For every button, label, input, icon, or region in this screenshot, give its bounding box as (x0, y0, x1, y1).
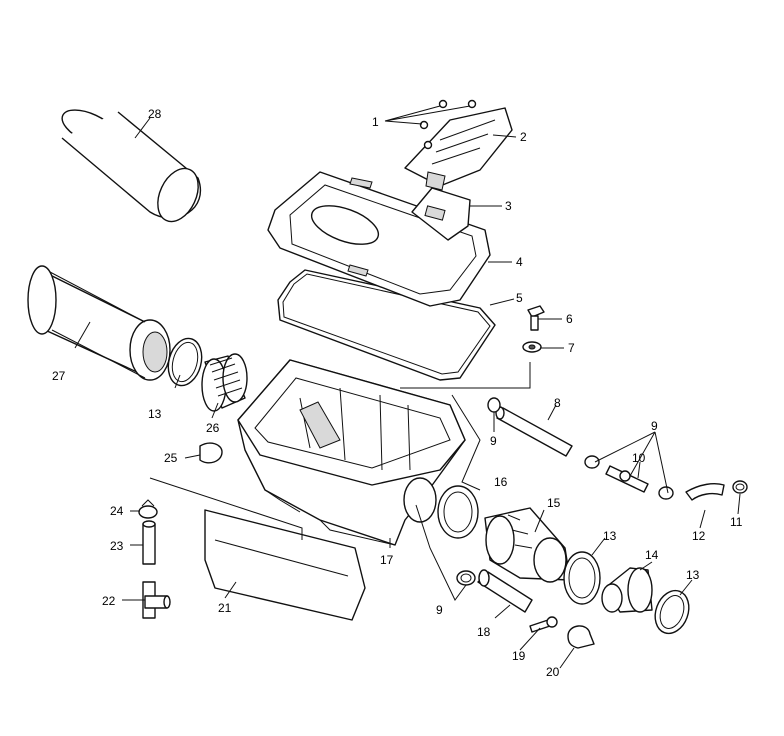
callout-9-bottom: 9 (436, 603, 443, 617)
part-27-air-filter[interactable] (27, 265, 171, 381)
part-3-gasket-plate[interactable] (411, 187, 471, 241)
part-4-lid[interactable] (267, 171, 491, 307)
callout-22: 22 (102, 594, 116, 608)
part-26-adapter[interactable] (201, 353, 248, 412)
callout-8: 8 (554, 396, 561, 410)
part-22-tee-fitting[interactable] (142, 581, 171, 619)
callout-20: 20 (546, 665, 560, 679)
part-28-filter-sleeve[interactable] (57, 103, 206, 228)
part-13-clamp-left[interactable] (163, 335, 206, 390)
part-1-screws[interactable] (419, 99, 477, 150)
part-21-shield[interactable] (204, 509, 366, 621)
callout-14: 14 (645, 548, 659, 562)
callout-25: 25 (164, 451, 178, 465)
part-15-intake-boot[interactable] (484, 507, 571, 583)
part-19-screw[interactable] (529, 616, 558, 633)
callout-24: 24 (110, 504, 124, 518)
part-2-inlet-cover[interactable] (404, 107, 513, 191)
part-11-cap[interactable] (732, 480, 748, 494)
callout-16: 16 (494, 475, 508, 489)
part-23-drain-tube[interactable] (142, 520, 156, 565)
callout-12: 12 (692, 529, 706, 543)
callout-7: 7 (568, 341, 575, 355)
part-5-lid-seal[interactable] (277, 269, 496, 381)
callout-4: 4 (516, 255, 523, 269)
part-16-gasket[interactable] (437, 485, 479, 539)
callout-2: 2 (520, 130, 527, 144)
callout-11: 11 (730, 515, 743, 529)
callout-18: 18 (477, 625, 491, 639)
part-13-clamp-right[interactable] (649, 586, 694, 638)
callout-5: 5 (516, 291, 523, 305)
callout-6: 6 (566, 312, 573, 326)
part-25-clip[interactable] (199, 442, 223, 464)
callout-27: 27 (52, 369, 66, 383)
part-18-hose[interactable] (477, 569, 533, 613)
callout-19: 19 (512, 649, 526, 663)
part-12-vent-hose[interactable] (685, 483, 725, 501)
callout-26: 26 (206, 421, 220, 435)
part-6-bolt[interactable] (527, 305, 545, 331)
callout-9-right: 9 (651, 419, 658, 433)
part-9-clamp-upper[interactable] (487, 397, 674, 500)
callout-23: 23 (110, 539, 124, 553)
callout-28: 28 (148, 107, 162, 121)
part-17-airbox-base[interactable] (237, 359, 466, 546)
callout-21: 21 (218, 601, 232, 615)
callout-15: 15 (547, 496, 561, 510)
callout-17: 17 (380, 553, 394, 567)
callout-3: 3 (505, 199, 512, 213)
part-20-clamp[interactable] (567, 625, 595, 649)
callout-13-left: 13 (148, 407, 162, 421)
callout-13-right: 13 (686, 568, 700, 582)
part-9-clamp-bottom[interactable] (456, 570, 476, 586)
part-24-drain-cap[interactable] (138, 499, 158, 519)
leader-lines (74, 105, 741, 669)
part-14-cone[interactable] (601, 567, 653, 613)
part-13-clamp-middle[interactable] (563, 551, 601, 605)
callout-13-middle: 13 (603, 529, 617, 543)
callout-10: 10 (632, 451, 646, 465)
part-10-check-valve[interactable] (605, 465, 649, 493)
part-8-breather-tube[interactable] (495, 406, 573, 457)
callout-labels: 1 2 3 4 5 6 7 8 9 9 9 10 11 12 13 13 13 … (52, 107, 743, 679)
callout-1: 1 (372, 115, 379, 129)
part-7-washer[interactable] (522, 341, 542, 353)
callout-9-upper: 9 (490, 434, 497, 448)
